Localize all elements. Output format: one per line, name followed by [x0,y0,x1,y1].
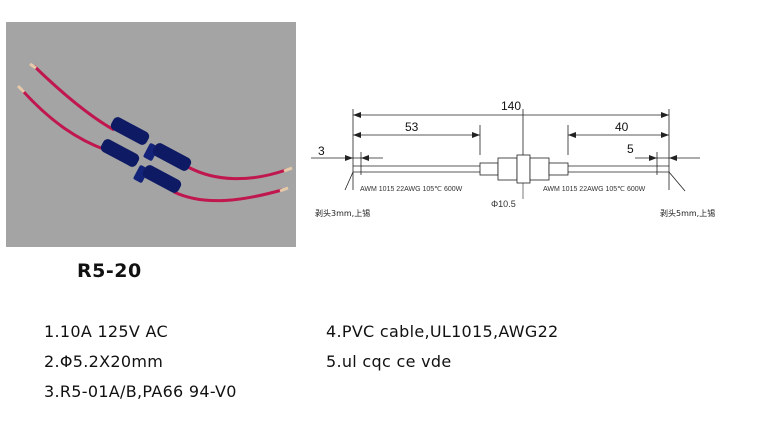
spec-rating: 1.10A 125V AC [44,322,168,341]
fuse-holder-body [479,154,569,184]
product-photo [6,22,296,247]
dimension-drawing: 140 53 40 3 5 AWM 1015 22AWG 105℃ 600W A… [311,99,715,218]
fuse-holder-lower [100,139,182,193]
spec-fuse-size: 2.Φ5.2X20mm [44,352,164,371]
wire-tip-lower-left [16,84,26,94]
dim-overall-length: 140 [501,99,521,113]
right-strip-note: 剥头5mm,上锡 [660,208,715,218]
wire-lower-left [20,88,107,152]
dim-left-strip: 3 [318,144,325,158]
diameter-label: Φ10.5 [491,199,516,209]
dim-left-length: 53 [405,120,419,134]
spec-certifications: 5.ul cqc ce vde [326,352,452,371]
wire-upper-left [32,64,115,132]
right-wire-end [668,171,686,192]
dim-right-strip: 5 [627,142,634,156]
left-cable-spec: AWM 1015 22AWG 105℃ 600W [360,186,463,193]
wire-tip-lower-right [279,186,289,193]
fuse-holder-upper [110,117,192,171]
wire-upper-right [187,165,287,181]
left-wire-end [344,171,354,191]
model-label: R5-20 [77,260,142,282]
dim-right-length: 40 [615,120,629,134]
fuse-holder-illustration [16,62,293,203]
wire-lower-right [173,188,283,203]
wire-tip-upper-left [29,62,37,70]
spec-cable: 4.PVC cable,UL1015,AWG22 [326,322,559,341]
left-strip-note: 剥头3mm,上锡 [315,208,370,218]
right-cable-spec: AWM 1015 22AWG 105℃ 600W [543,186,646,193]
wire-tip-upper-right [283,166,293,173]
spec-holder-material: 3.R5-01A/B,PA66 94-V0 [44,382,237,401]
